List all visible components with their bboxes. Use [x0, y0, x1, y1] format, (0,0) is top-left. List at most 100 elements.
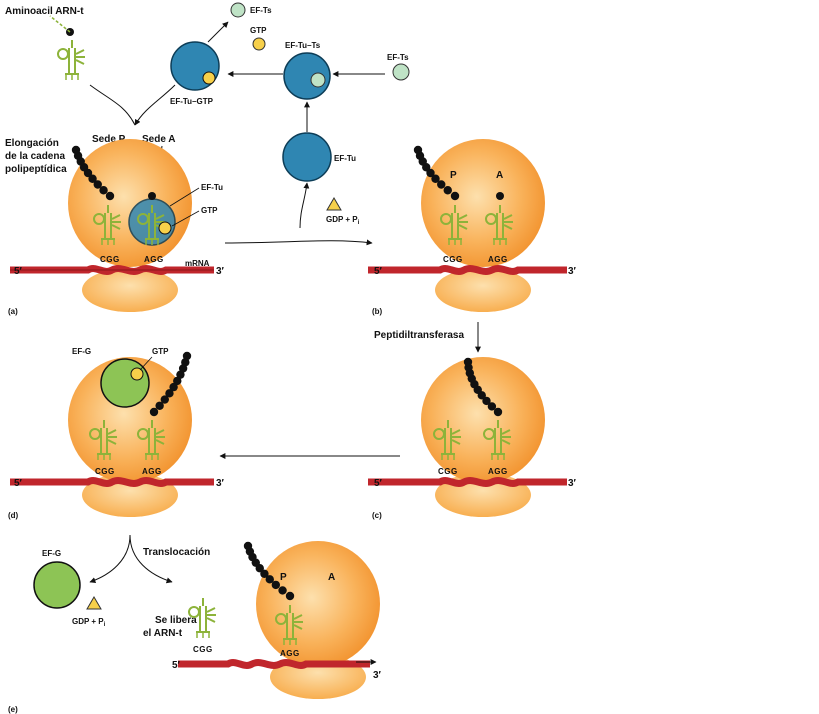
- gdp-pi-label: GDP + Pi: [326, 215, 360, 226]
- polypeptide-chain: [71, 145, 115, 201]
- three-prime-label: 3′: [216, 478, 225, 489]
- polypeptide-chain: [413, 145, 460, 201]
- panel-letter: (d): [8, 511, 19, 520]
- elongation-line-1: Elongación: [5, 138, 59, 149]
- three-prime-label: 3′: [568, 478, 577, 489]
- amino-acid-bead: [165, 389, 174, 398]
- amino-acid-bead: [173, 376, 182, 386]
- efg-label: EF-G: [72, 347, 91, 356]
- amino-acid-bead: [271, 580, 281, 590]
- amino-acid-bead: [278, 586, 287, 595]
- ribosome-large-subunit: [421, 357, 545, 483]
- amino-acid-bead: [182, 351, 192, 361]
- gtp-in-label: GTP: [250, 26, 267, 35]
- polypeptide-chain: [463, 357, 503, 417]
- a-site-label: A: [328, 572, 335, 583]
- ribosome-large-subunit: [68, 357, 192, 483]
- polypeptide-chain: [149, 351, 192, 417]
- aminoacil-label: Aminoacil ARN-t: [5, 6, 84, 17]
- mrna-label: mRNA: [185, 259, 210, 268]
- amino-acid-dot: [496, 192, 504, 200]
- mrna-strand: [368, 265, 567, 275]
- efg-complex: [100, 358, 150, 408]
- amino-acid-bead: [431, 174, 440, 183]
- gdp-triangle-icon: [326, 197, 342, 211]
- efg-free-label: EF-G: [42, 549, 61, 558]
- ribosome-small-subunit: [82, 268, 178, 312]
- amino-acid-bead: [463, 357, 473, 367]
- amino-acid-bead: [155, 401, 164, 410]
- ribosome-small-subunit: [435, 268, 531, 312]
- gtp-bound-icon: [130, 367, 144, 381]
- a-site-label: A: [496, 170, 503, 181]
- eftu-ts-complex: [283, 52, 331, 100]
- panel-c: CGG AGG 5′ 3′ (c): [219, 357, 577, 520]
- codon-p: CGG: [443, 255, 463, 264]
- eftu-label: EF-Tu: [334, 154, 356, 163]
- mrna-strand: [178, 659, 370, 669]
- panel-letter: (b): [372, 307, 383, 316]
- panel-letter: (e): [8, 705, 18, 714]
- five-prime-label: 5′: [172, 660, 181, 671]
- top-cycle: Aminoacil ARN-t EF-Tu–GTP EF-Ts GTP EF-T…: [5, 2, 410, 246]
- se-libera-line-2: el ARN-t: [143, 628, 183, 639]
- codon-p: CGG: [100, 255, 120, 264]
- codon-a: AGG: [488, 467, 508, 476]
- sede-a-label: Sede A: [142, 134, 176, 145]
- translocacion-label: Translocación: [143, 547, 210, 558]
- codon-released: CGG: [193, 645, 213, 654]
- amino-acid-bead: [437, 180, 446, 189]
- amino-acid-bead: [493, 407, 503, 417]
- gdp-triangle-icon: [86, 596, 102, 610]
- amino-acid-bead: [71, 145, 81, 155]
- three-prime-label: 3′: [216, 266, 225, 277]
- efts-out-label: EF-Ts: [250, 6, 272, 15]
- efg-free: [33, 561, 81, 609]
- gtp-label: GTP: [152, 347, 169, 356]
- eftu-pointer-label: EF-Tu: [201, 183, 223, 192]
- free-trna: [49, 15, 86, 81]
- codon-a: AGG: [142, 467, 162, 476]
- gtp-bound-icon: [202, 71, 216, 85]
- amino-acid-bead: [265, 575, 274, 584]
- efts-in-icon: [392, 63, 410, 81]
- peptidil-label: Peptidiltransferasa: [374, 330, 464, 341]
- five-prime-label: 5′: [374, 266, 383, 277]
- amino-acid-bead: [169, 382, 178, 392]
- gtp-pointer-label: GTP: [201, 206, 218, 215]
- polypeptide-chain: [243, 541, 295, 601]
- gtp-bound-icon: [158, 221, 172, 235]
- amino-acid-dot: [148, 192, 156, 200]
- five-prime-label: 5′: [14, 478, 23, 489]
- amino-acid-bead: [99, 186, 108, 195]
- panel-b: P A CGG AGG 5′ 3′ (b) Peptidiltransferas…: [368, 139, 577, 353]
- amino-acid-bead: [450, 191, 460, 201]
- se-libera-line-1: Se libera: [155, 615, 197, 626]
- amino-acid-bead: [482, 396, 491, 406]
- panel-letter: (a): [8, 307, 18, 316]
- mrna-strand: [10, 477, 214, 487]
- ribosome-large-subunit: [256, 541, 380, 667]
- codon-p: CGG: [95, 467, 115, 476]
- amino-acid-bead: [105, 191, 115, 201]
- codon-a: AGG: [144, 255, 164, 264]
- amino-acid-bead: [260, 569, 269, 578]
- panel-a: Elongación de la cadena polipeptídica Se…: [5, 134, 225, 316]
- eftu-gtp-label: EF-Tu–GTP: [170, 97, 214, 106]
- elongation-line-3: polipeptídica: [5, 164, 67, 175]
- elongation-line-2: de la cadena: [5, 151, 65, 162]
- amino-acid-bead: [160, 395, 169, 404]
- five-prime-label: 5′: [14, 266, 23, 277]
- codon-p: AGG: [280, 649, 300, 658]
- amino-acid-bead: [443, 186, 452, 195]
- three-prime-label: 3′: [373, 670, 382, 681]
- five-prime-label: 5′: [374, 478, 383, 489]
- efts-released-icon: [230, 2, 246, 18]
- eftu-free: [282, 132, 332, 182]
- amino-acid-bead: [243, 541, 253, 551]
- panel-e: Translocación EF-G GDP + Pi Se libera el…: [8, 534, 382, 714]
- amino-acid-bead: [285, 591, 295, 601]
- amino-acid-bead: [149, 407, 159, 417]
- amino-acid-bead: [93, 180, 102, 189]
- efts-bound-icon: [310, 72, 326, 88]
